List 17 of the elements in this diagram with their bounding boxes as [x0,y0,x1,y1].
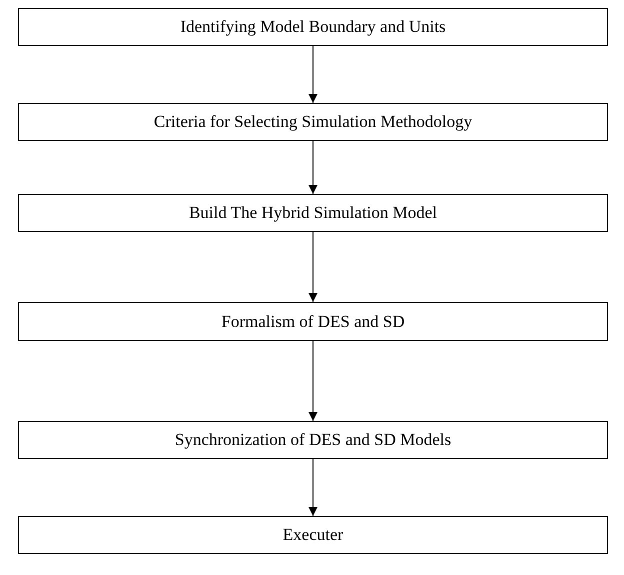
step-label: Executer [282,525,344,545]
arrow [308,140,318,194]
process-box [18,103,608,141]
step-label: Formalism of DES and SD [221,312,405,332]
step-label: Identifying Model Boundary and Units [180,17,446,37]
process-box [18,302,608,341]
step-label: Build The Hybrid Simulation Model [188,203,438,223]
arrow [308,46,318,104]
process-box [18,194,608,232]
arrow [308,232,318,302]
process-box [18,516,608,554]
process-box [18,421,608,459]
process-box [18,8,608,46]
arrow [308,458,318,516]
step-label: Criteria for Selecting Simulation Methodology [154,112,472,132]
step-label: Synchronization of DES and SD Models [174,430,452,450]
arrow [308,340,318,422]
